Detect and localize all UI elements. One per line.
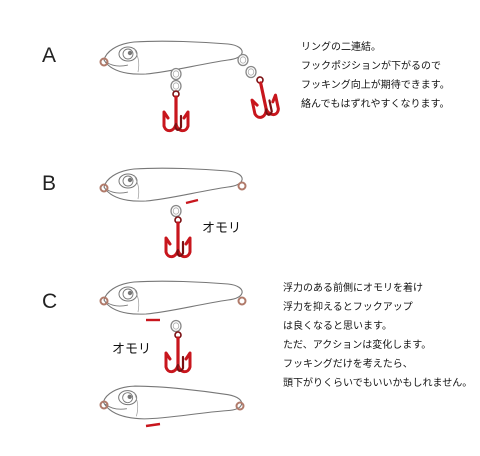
- split-ring-a3: [237, 53, 249, 67]
- section-a-letter: A: [42, 44, 57, 67]
- note-line: は良くなると思います。: [283, 321, 392, 332]
- note-line: 頭下がりくらいでもいいかもしれません。: [283, 378, 473, 389]
- lure-body-c1: [103, 280, 243, 315]
- split-ring-a4: [245, 65, 257, 79]
- belly-hook-c1: [164, 330, 192, 374]
- note-line: フックポジションが下がるので: [301, 61, 441, 72]
- note-line: フッキングだけを考えたら、: [283, 359, 413, 370]
- lure-c-lower: [99, 382, 245, 428]
- split-ring-a1: [170, 67, 182, 81]
- belly-hook-a: [162, 89, 190, 133]
- weight-c2: [145, 422, 161, 428]
- lure-a: [99, 40, 281, 133]
- lure-body-b: [103, 167, 243, 202]
- weight-b: [185, 198, 199, 205]
- note-line: リングの二連結。: [301, 42, 381, 53]
- section-b-letter: B: [42, 172, 57, 195]
- split-ring-a2: [170, 79, 182, 93]
- lure-body-c2: [101, 382, 243, 427]
- note-line: 浮力を抑えるとフックアップ: [283, 302, 413, 313]
- note-line: フッキング向上が期待できます。: [301, 80, 450, 91]
- tail-eye-b: [237, 181, 247, 191]
- note-line: ただ、アクションは変化します。: [283, 340, 432, 351]
- section-c-letter: C: [42, 290, 58, 313]
- note-line: 絡んでもはずれやすくなります。: [301, 99, 450, 110]
- lure-c-upper: [99, 280, 247, 374]
- lure-b: [99, 167, 247, 259]
- weight-label-c: オモリ: [112, 342, 152, 357]
- note-line: 浮力のある前側にオモリを着け: [283, 283, 423, 294]
- section-c-note: 浮力のある前側にオモリを着け 浮力を抑えるとフックアップ は良くなると思います。…: [283, 279, 472, 393]
- section-a-note: リングの二連結。 フックポジションが下がるので フッキング向上が期待できます。 …: [301, 38, 450, 114]
- split-ring-c1: [170, 319, 182, 333]
- split-ring-b: [170, 204, 182, 218]
- tail-hook-a: [246, 72, 281, 120]
- weight-label-b: オモリ: [202, 221, 242, 236]
- tail-eye-c1: [237, 296, 247, 306]
- belly-hook-b: [164, 215, 192, 259]
